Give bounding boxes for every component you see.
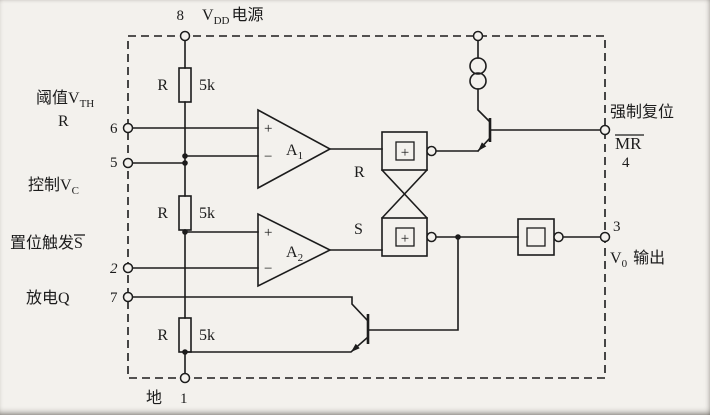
reset-transistor (478, 118, 492, 151)
top-right-terminal (472, 30, 484, 42)
ground-label: 地 (146, 389, 162, 407)
pin-8-terminal (179, 30, 191, 42)
pin-5-terminal (122, 157, 134, 169)
flipflop-s-gate-bubble (426, 231, 437, 243)
discharge-transistor-emitter-arrow (351, 343, 360, 352)
resistor-r2-value: 5k (199, 205, 215, 222)
pin-3-number: 3 (613, 219, 621, 235)
comparator-a1: + − A1 (257, 108, 332, 190)
flipflop-s-input-label: S (354, 221, 363, 238)
pin-7-terminal (122, 291, 134, 303)
reset-transistor-emitter-arrow (478, 142, 487, 151)
comparator-a1-triangle (257, 108, 332, 190)
flipflop-r-gate-symbol-box (395, 141, 415, 161)
flipflop-r-input-label: R (354, 164, 365, 181)
comparator-a2-plus: + (264, 225, 272, 241)
forced-reset-label: 强制复位 (610, 103, 674, 121)
pin-1-number: 1 (180, 391, 188, 407)
flipflop-s-gate-symbol-box (395, 227, 415, 247)
threshold-r-label: R (58, 113, 69, 130)
comparator-a1-plus: + (264, 121, 272, 137)
mr-label: MR (615, 134, 642, 153)
set-trigger-label: 置位触发S (10, 234, 83, 252)
threshold-label: 阈值VTH (36, 89, 94, 110)
comparator-a2-minus: − (264, 261, 272, 277)
output-gate-body (517, 218, 555, 256)
pin-2-terminal (122, 262, 134, 274)
pin-5-number: 5 (110, 155, 118, 171)
resistor-r1: R 5k (157, 67, 215, 103)
output-gate-symbol-box (526, 227, 546, 247)
comparator-a2: + − A2 (257, 212, 332, 288)
pin-1-terminal (179, 372, 191, 384)
comparator-a1-label: A1 (286, 142, 303, 162)
discharge-transistor (351, 314, 370, 352)
pin-6-terminal (122, 122, 134, 134)
current-source (469, 57, 487, 90)
pin-4-terminal (599, 124, 611, 136)
current-source-circle-bottom (469, 72, 487, 90)
pin-7-number: 7 (110, 290, 118, 306)
junction-dot (182, 349, 188, 355)
pin-8-number: 8 (177, 8, 185, 24)
pin-3-terminal (599, 231, 611, 243)
resistor-r2-name: R (157, 205, 168, 222)
pin-2-number: 2 (110, 261, 118, 277)
resistor-r3: R 5k (157, 317, 215, 353)
comparator-a2-triangle (257, 212, 332, 288)
flipflop-r-gate-bubble (426, 145, 437, 157)
resistor-r2-body (178, 195, 192, 231)
output-gate (517, 218, 564, 256)
output-gate-bubble (553, 231, 564, 243)
resistor-r3-body (178, 317, 192, 353)
junction-dot (455, 234, 461, 240)
junction-dot (182, 229, 188, 235)
junction-dot (182, 160, 188, 166)
discharge-label: 放电Q (26, 289, 70, 307)
resistor-r3-value: 5k (199, 327, 215, 344)
rs-flipflop: + + R S (354, 131, 437, 257)
flipflop-s-gate-symbol: + (401, 231, 409, 247)
resistor-r3-name: R (157, 327, 168, 344)
ic-package-outline (127, 35, 606, 379)
pin-6-number: 6 (110, 121, 118, 137)
current-source-circle-top (469, 57, 487, 75)
comparator-a2-label: A2 (286, 244, 303, 264)
flipflop-r-gate-symbol: + (401, 145, 409, 161)
pin-4-number: 4 (622, 155, 630, 171)
resistor-r1-value: 5k (199, 77, 215, 94)
comparator-a1-minus: − (264, 149, 272, 165)
control-label: 控制VC (28, 176, 79, 197)
resistor-r1-body (178, 67, 192, 103)
resistor-r1-name: R (157, 77, 168, 94)
junction-dot (182, 153, 188, 159)
resistor-r2: R 5k (157, 195, 215, 231)
